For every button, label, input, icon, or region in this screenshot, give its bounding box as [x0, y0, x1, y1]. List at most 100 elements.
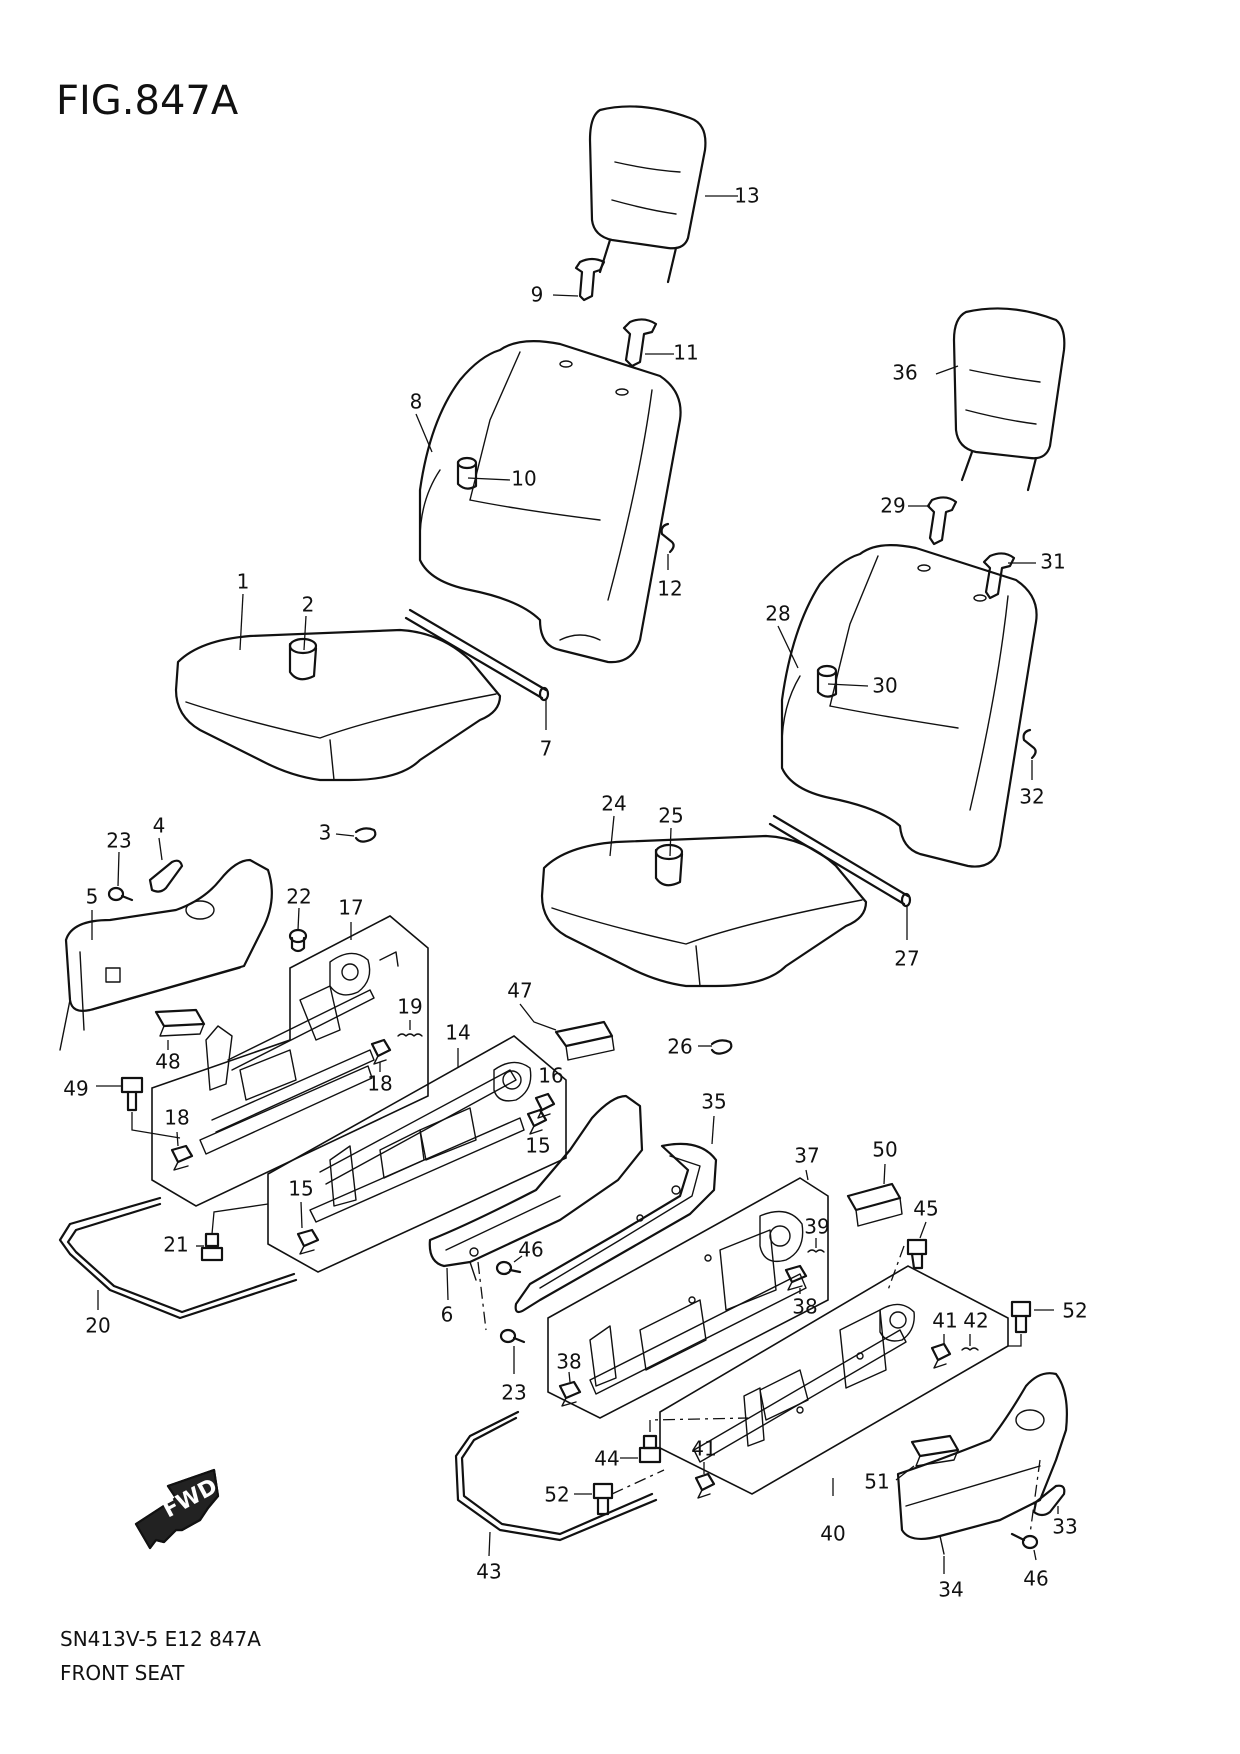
- clip-32: [1022, 728, 1037, 780]
- fwd-arrow: FWD: [134, 1468, 222, 1550]
- seatback-28: [777, 543, 1038, 868]
- seatback-8: [415, 339, 682, 664]
- callout-23: 23: [501, 1381, 526, 1405]
- figure-title: FIG.847A: [56, 78, 239, 124]
- callout-25: 25: [658, 804, 683, 828]
- rail-box-37: [547, 1169, 829, 1419]
- spring-39: [807, 1238, 825, 1253]
- callout-33: 33: [1052, 1515, 1077, 1539]
- callout-18: 18: [164, 1106, 189, 1130]
- clip-51: [895, 1434, 960, 1481]
- side-cover-6: [428, 1094, 644, 1301]
- screw-46-lower: [1010, 1459, 1041, 1561]
- callout-42: 42: [963, 1309, 988, 1333]
- screw-23: [107, 851, 134, 902]
- callout-30: 30: [872, 674, 897, 698]
- clip-15: [526, 1108, 548, 1135]
- callout-38: 38: [792, 1295, 817, 1319]
- side-cover-5: [59, 858, 273, 1051]
- wire-20: [58, 1196, 298, 1320]
- callout-36: 36: [892, 361, 917, 385]
- bolt-44: [620, 1417, 749, 1464]
- callout-38: 38: [556, 1350, 581, 1374]
- callout-15: 15: [525, 1134, 550, 1158]
- callout-43: 43: [476, 1560, 501, 1584]
- headrest-guide-29: [908, 496, 958, 546]
- callout-40: 40: [820, 1522, 845, 1546]
- callout-44: 44: [594, 1447, 619, 1471]
- callout-13: 13: [734, 184, 759, 208]
- clip-16: [534, 1092, 556, 1119]
- clip-41: [930, 1334, 952, 1369]
- rail-box-14: [267, 1035, 567, 1273]
- callout-39: 39: [804, 1215, 829, 1239]
- callout-48: 48: [155, 1050, 180, 1074]
- headrest-guide-31: [982, 552, 1036, 600]
- callout-52: 52: [544, 1483, 569, 1507]
- callout-31: 31: [1040, 550, 1065, 574]
- clip-50: [846, 1163, 903, 1227]
- clip-48: [154, 1008, 206, 1050]
- callout-34: 34: [938, 1578, 963, 1602]
- bolt-49: [96, 1076, 181, 1139]
- knob-33: [1032, 1484, 1066, 1517]
- clip-26: [698, 1039, 733, 1055]
- callout-35: 35: [701, 1090, 726, 1114]
- callout-41: 41: [932, 1309, 957, 1333]
- knob-4: [148, 837, 184, 893]
- callout-46: 46: [1023, 1567, 1048, 1591]
- nut-42: [961, 1334, 979, 1351]
- clip-38: [784, 1264, 808, 1294]
- callout-23: 23: [106, 829, 131, 853]
- callout-46: 46: [518, 1238, 543, 1262]
- rail-box-40: [659, 1265, 1009, 1496]
- bolt-52: [1008, 1300, 1054, 1347]
- clip-41-lower: [694, 1462, 716, 1499]
- callout-7: 7: [540, 737, 553, 761]
- callout-18: 18: [367, 1072, 392, 1096]
- bolt-52-lower: [574, 1469, 665, 1516]
- callout-29: 29: [880, 494, 905, 518]
- callout-22: 22: [286, 885, 311, 909]
- clip-12: [660, 522, 675, 570]
- recliner-35: [514, 1115, 718, 1314]
- callout-17: 17: [338, 896, 363, 920]
- callout-1: 1: [237, 570, 250, 594]
- seat-cushion-24: [540, 815, 868, 988]
- callout-37: 37: [794, 1144, 819, 1168]
- bolt-21: [196, 1203, 269, 1262]
- callout-14: 14: [445, 1021, 470, 1045]
- callout-28: 28: [765, 602, 790, 626]
- wire-43: [454, 1410, 658, 1557]
- callout-24: 24: [601, 792, 626, 816]
- callout-10: 10: [511, 467, 536, 491]
- callout-3: 3: [319, 821, 332, 845]
- rail-box-17: [151, 915, 429, 1207]
- clip-18: [370, 1038, 392, 1072]
- headrest-guide-11: [622, 318, 674, 368]
- screw-46: [495, 1255, 523, 1276]
- figure-name: FRONT SEAT: [60, 1661, 185, 1685]
- clip-47: [519, 1003, 615, 1061]
- callout-5: 5: [86, 885, 99, 909]
- headrest-guide-9: [552, 257, 606, 302]
- callout-8: 8: [410, 390, 423, 414]
- clip-3: [335, 827, 377, 843]
- headrest-36: [935, 307, 1066, 492]
- bolt-45: [887, 1221, 928, 1291]
- callout-49: 49: [63, 1077, 88, 1101]
- callout-52: 52: [1062, 1299, 1087, 1323]
- bolt-22: [288, 907, 308, 953]
- callout-16: 16: [538, 1064, 563, 1088]
- callout-41: 41: [691, 1437, 716, 1461]
- callout-15: 15: [288, 1177, 313, 1201]
- callout-21: 21: [163, 1233, 188, 1257]
- callout-11: 11: [673, 341, 698, 365]
- clip-15-left: [296, 1201, 320, 1255]
- side-cover-34: [896, 1372, 1068, 1574]
- headrest-13: [588, 105, 738, 284]
- rod-27: [768, 814, 912, 940]
- callout-47: 47: [507, 979, 532, 1003]
- callout-32: 32: [1019, 785, 1044, 809]
